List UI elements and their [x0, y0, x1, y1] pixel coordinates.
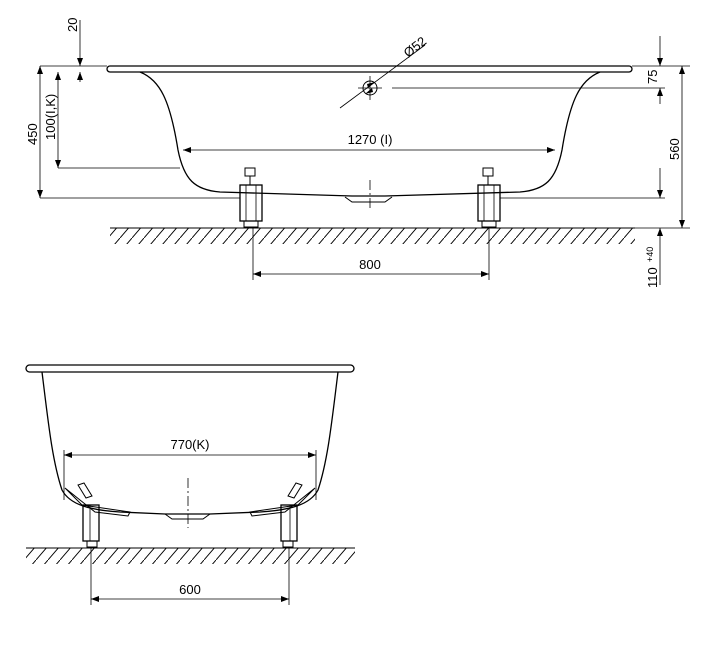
dim-floor-100: 100(I,K)	[43, 94, 58, 140]
tub-rim	[106, 65, 633, 73]
tub-rim-end	[25, 364, 355, 373]
floor-end	[26, 547, 355, 564]
tub-body-end	[41, 371, 339, 515]
leg-right	[477, 167, 501, 228]
dim-inner-length: 1270 (I)	[348, 132, 393, 147]
leg-end-left	[64, 482, 131, 548]
dim-inner-width: 770(K)	[170, 437, 209, 452]
dim-rim-depth: 75	[645, 70, 660, 84]
drain-symbol	[339, 44, 426, 109]
dim-drain-diameter: Ø52	[401, 33, 430, 60]
drain-outlet	[344, 196, 393, 203]
dim-leg-height: 110	[645, 267, 660, 288]
dim-leg-spacing-side: 800	[359, 257, 381, 272]
floor-side	[110, 227, 635, 244]
leg-end-right	[249, 482, 316, 548]
side-view: Ø52 20 450 100(I,K) 1270 (I)	[25, 18, 690, 288]
dim-rim-height: 20	[65, 18, 80, 32]
dim-leg-spacing-end: 600	[179, 582, 201, 597]
dim-height-450: 450	[25, 123, 40, 145]
tub-body-side	[139, 71, 601, 197]
end-view: 770(K) 600	[25, 364, 355, 605]
drain-outlet-end	[164, 513, 211, 520]
dim-leg-height-tolerance: +40	[645, 247, 655, 262]
dim-total-height: 560	[667, 138, 682, 160]
leg-left	[239, 167, 263, 228]
